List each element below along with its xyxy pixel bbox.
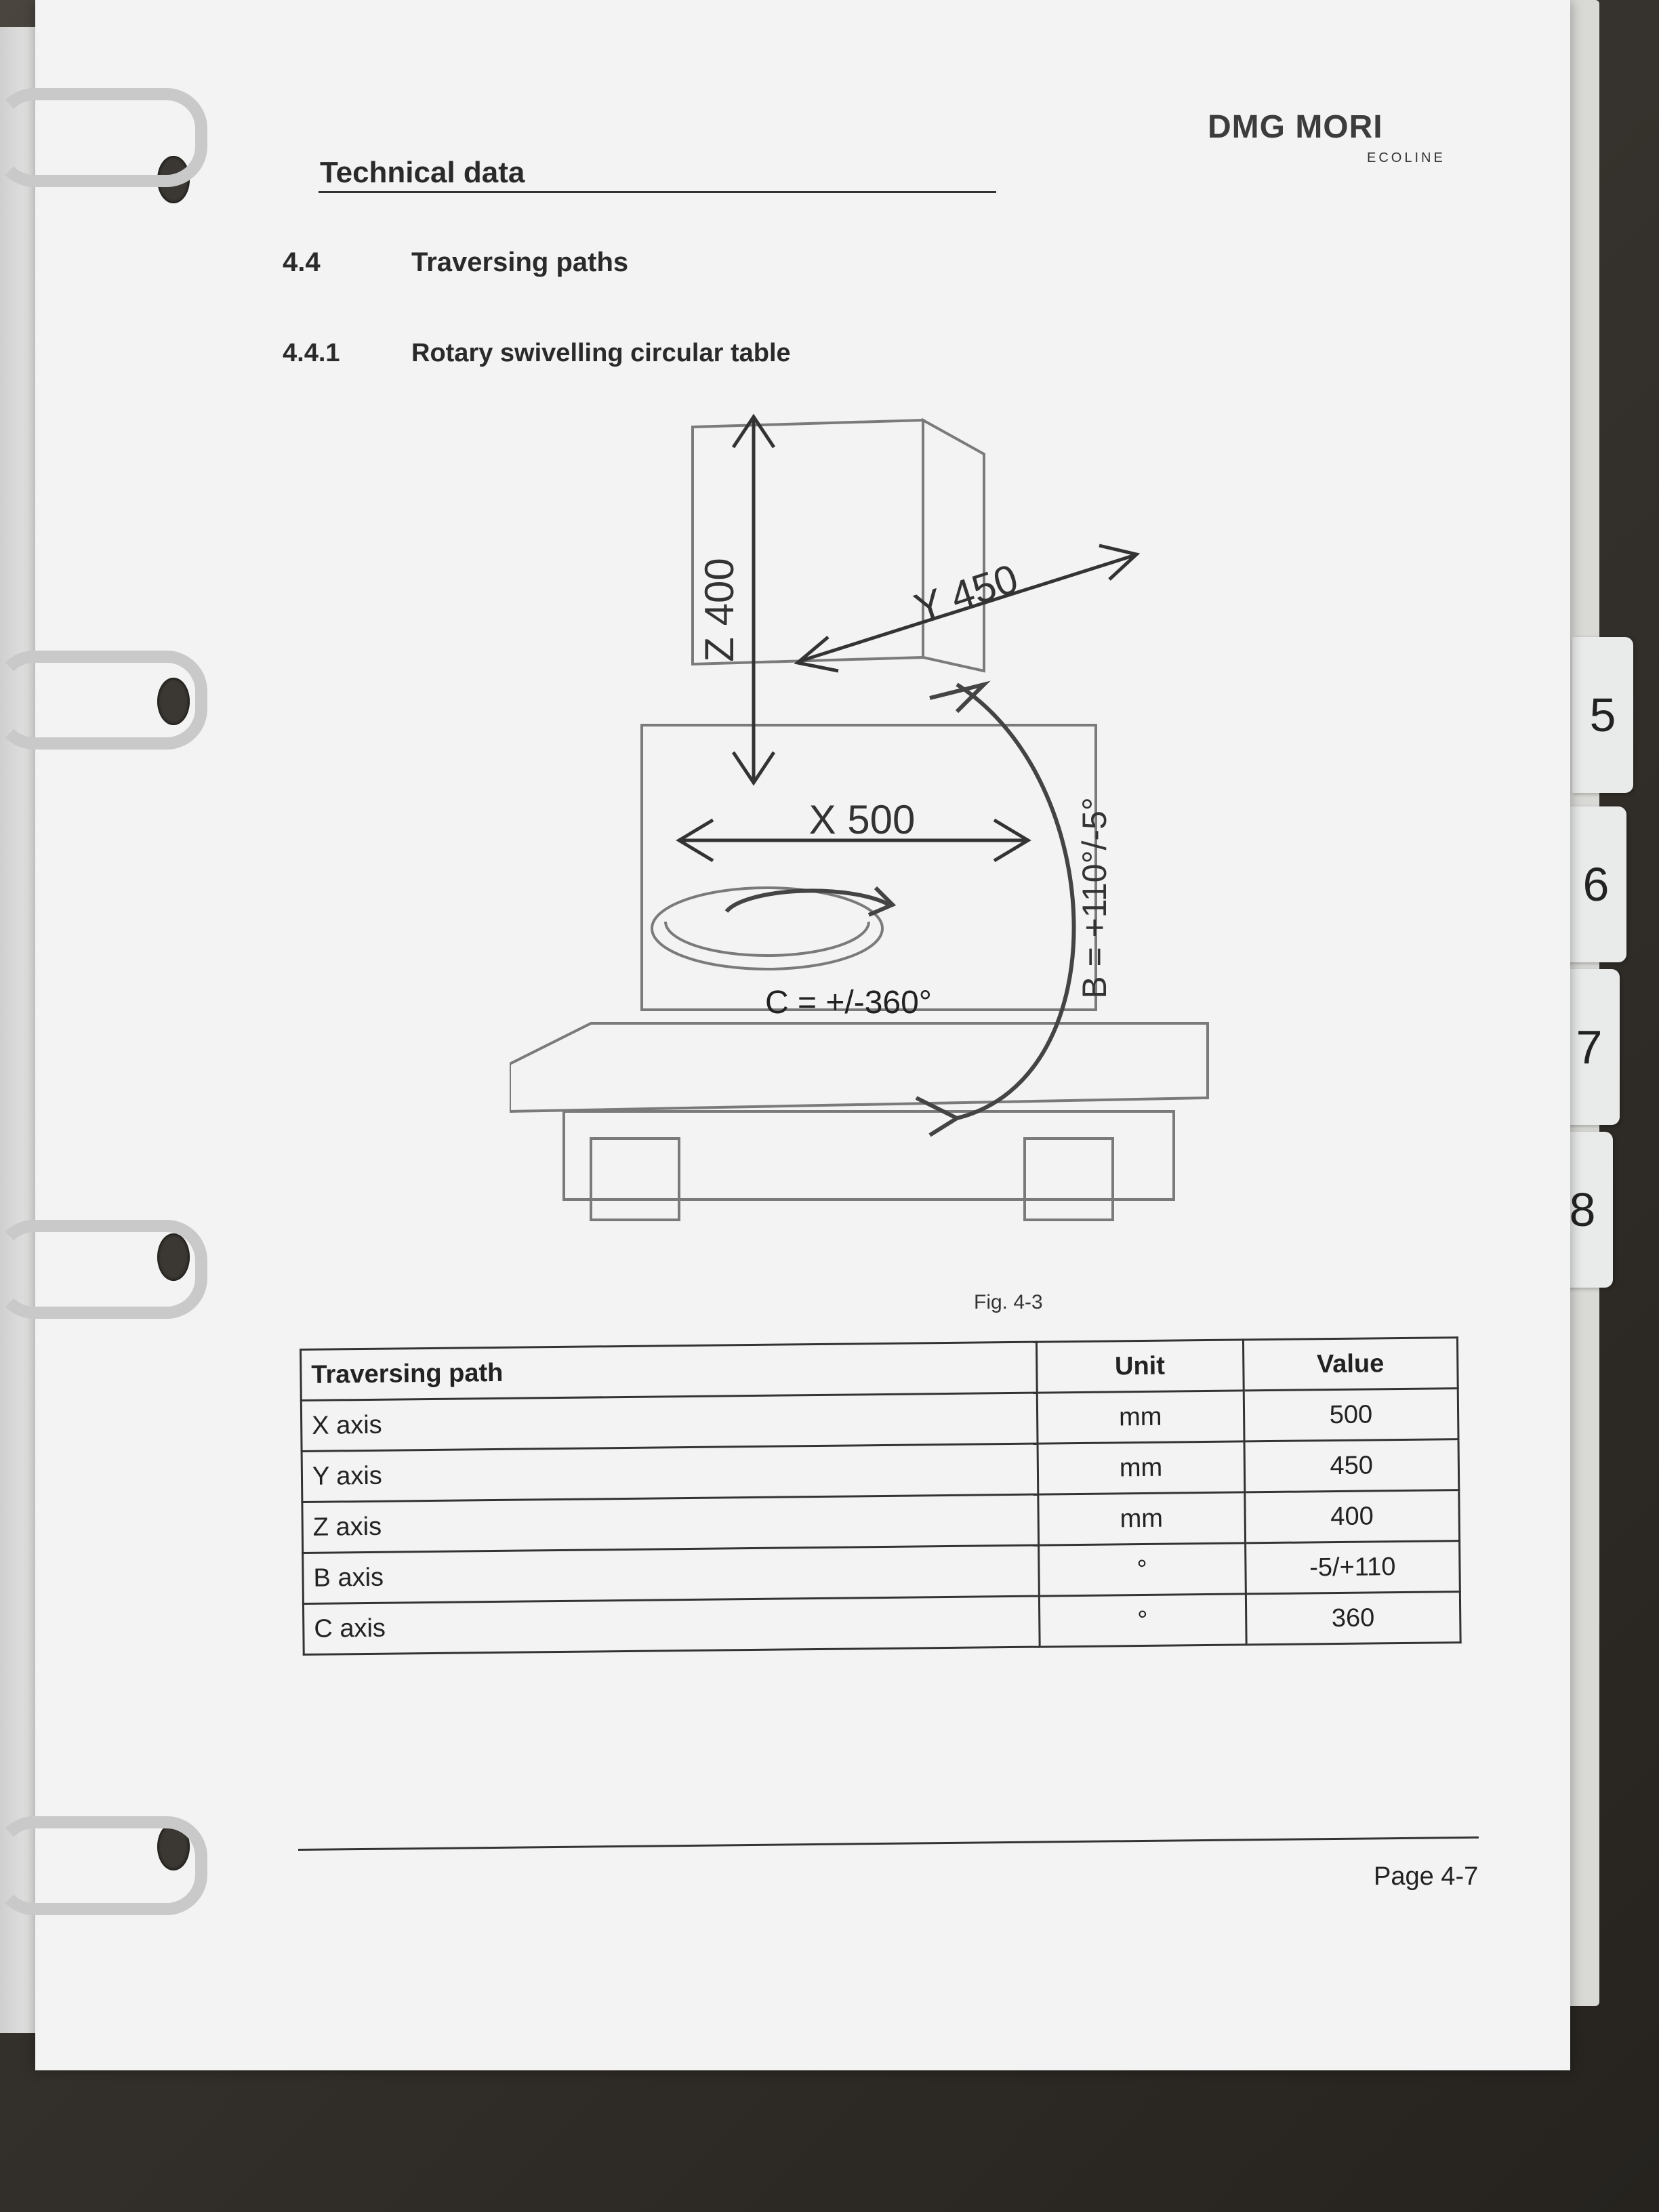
figure-caption: Fig. 4-3 [974, 1291, 1043, 1313]
heading-number: 4.4 [283, 247, 321, 277]
machine-frame [640, 724, 1097, 1011]
cell-value: 450 [1244, 1439, 1459, 1492]
subheading-number: 4.4.1 [283, 339, 340, 367]
manual-page: DMG MORI ECOLINE Technical data 4.4 Trav… [35, 0, 1570, 2070]
column-header: Unit [1036, 1339, 1244, 1393]
c-arrow-head [867, 886, 897, 917]
cell-axis: Z axis [302, 1494, 1039, 1553]
cell-value: 400 [1244, 1490, 1460, 1543]
cell-axis: C axis [303, 1596, 1040, 1655]
x-axis-label: X 500 [809, 797, 916, 842]
binder-ring [0, 1220, 207, 1319]
cell-axis: Y axis [302, 1443, 1038, 1502]
c-rotation-arrow [724, 888, 890, 913]
binder-ring [0, 651, 207, 750]
z-arrow-head-bottom [731, 751, 776, 786]
heading-title: Traversing paths [411, 247, 629, 277]
column-side [922, 417, 985, 673]
cell-unit: mm [1037, 1441, 1245, 1495]
cell-axis: X axis [301, 1393, 1038, 1452]
cell-value: -5/+110 [1245, 1540, 1460, 1594]
machine-diagram: Z 400 Y 450 X 500 C = +/-360° B = +110°/… [510, 413, 1209, 1221]
traversing-path-table: Traversing path Unit Value X axis mm 500… [300, 1336, 1462, 1656]
y-axis-label: Y 450 [909, 556, 1023, 632]
table-rim [664, 921, 870, 957]
y-arrow-head-left [794, 636, 839, 673]
section-tab-6[interactable]: 6 [1565, 806, 1626, 962]
y-axis-arrow [800, 554, 1134, 663]
swivel-arrow-top [929, 680, 991, 714]
cell-value: 500 [1243, 1388, 1458, 1441]
column-header: Traversing path [300, 1342, 1037, 1401]
swivel-arrow-bottom [915, 1096, 962, 1137]
y-arrow-head-right [1099, 544, 1141, 581]
z-axis-label: Z 400 [697, 558, 742, 661]
x-arrow-head-left [676, 818, 714, 863]
brand-subline: ECOLINE [1367, 150, 1446, 165]
brand-logo: DMG MORI [1208, 109, 1383, 145]
cell-axis: B axis [302, 1545, 1039, 1604]
x-arrow-head-right [993, 818, 1031, 863]
machine-base [510, 1022, 1209, 1113]
swivel-arc [956, 682, 1076, 1120]
column-header: Value [1243, 1337, 1458, 1391]
base-foot [1023, 1137, 1114, 1221]
base-stand [562, 1110, 1175, 1201]
section-header: Technical data [320, 156, 525, 189]
b-axis-label: B = +110°/-5° [1076, 797, 1113, 999]
footer-rule [298, 1836, 1479, 1851]
cell-unit: mm [1038, 1492, 1246, 1546]
subheading-title: Rotary swivelling circular table [411, 339, 791, 367]
binder-ring [0, 88, 207, 187]
cell-unit: ° [1038, 1593, 1246, 1647]
cell-unit: mm [1036, 1390, 1244, 1444]
base-foot [590, 1137, 680, 1221]
binder-ring [0, 1816, 207, 1915]
z-arrow-head-top [731, 413, 776, 449]
cell-value: 360 [1246, 1591, 1461, 1645]
page-number: Page 4-7 [1374, 1862, 1479, 1891]
rotary-table [651, 886, 884, 970]
cell-unit: ° [1038, 1542, 1246, 1597]
c-axis-label: C = +/-360° [765, 985, 932, 1021]
section-tab-5[interactable]: 5 [1572, 637, 1633, 793]
header-rule [319, 191, 996, 193]
